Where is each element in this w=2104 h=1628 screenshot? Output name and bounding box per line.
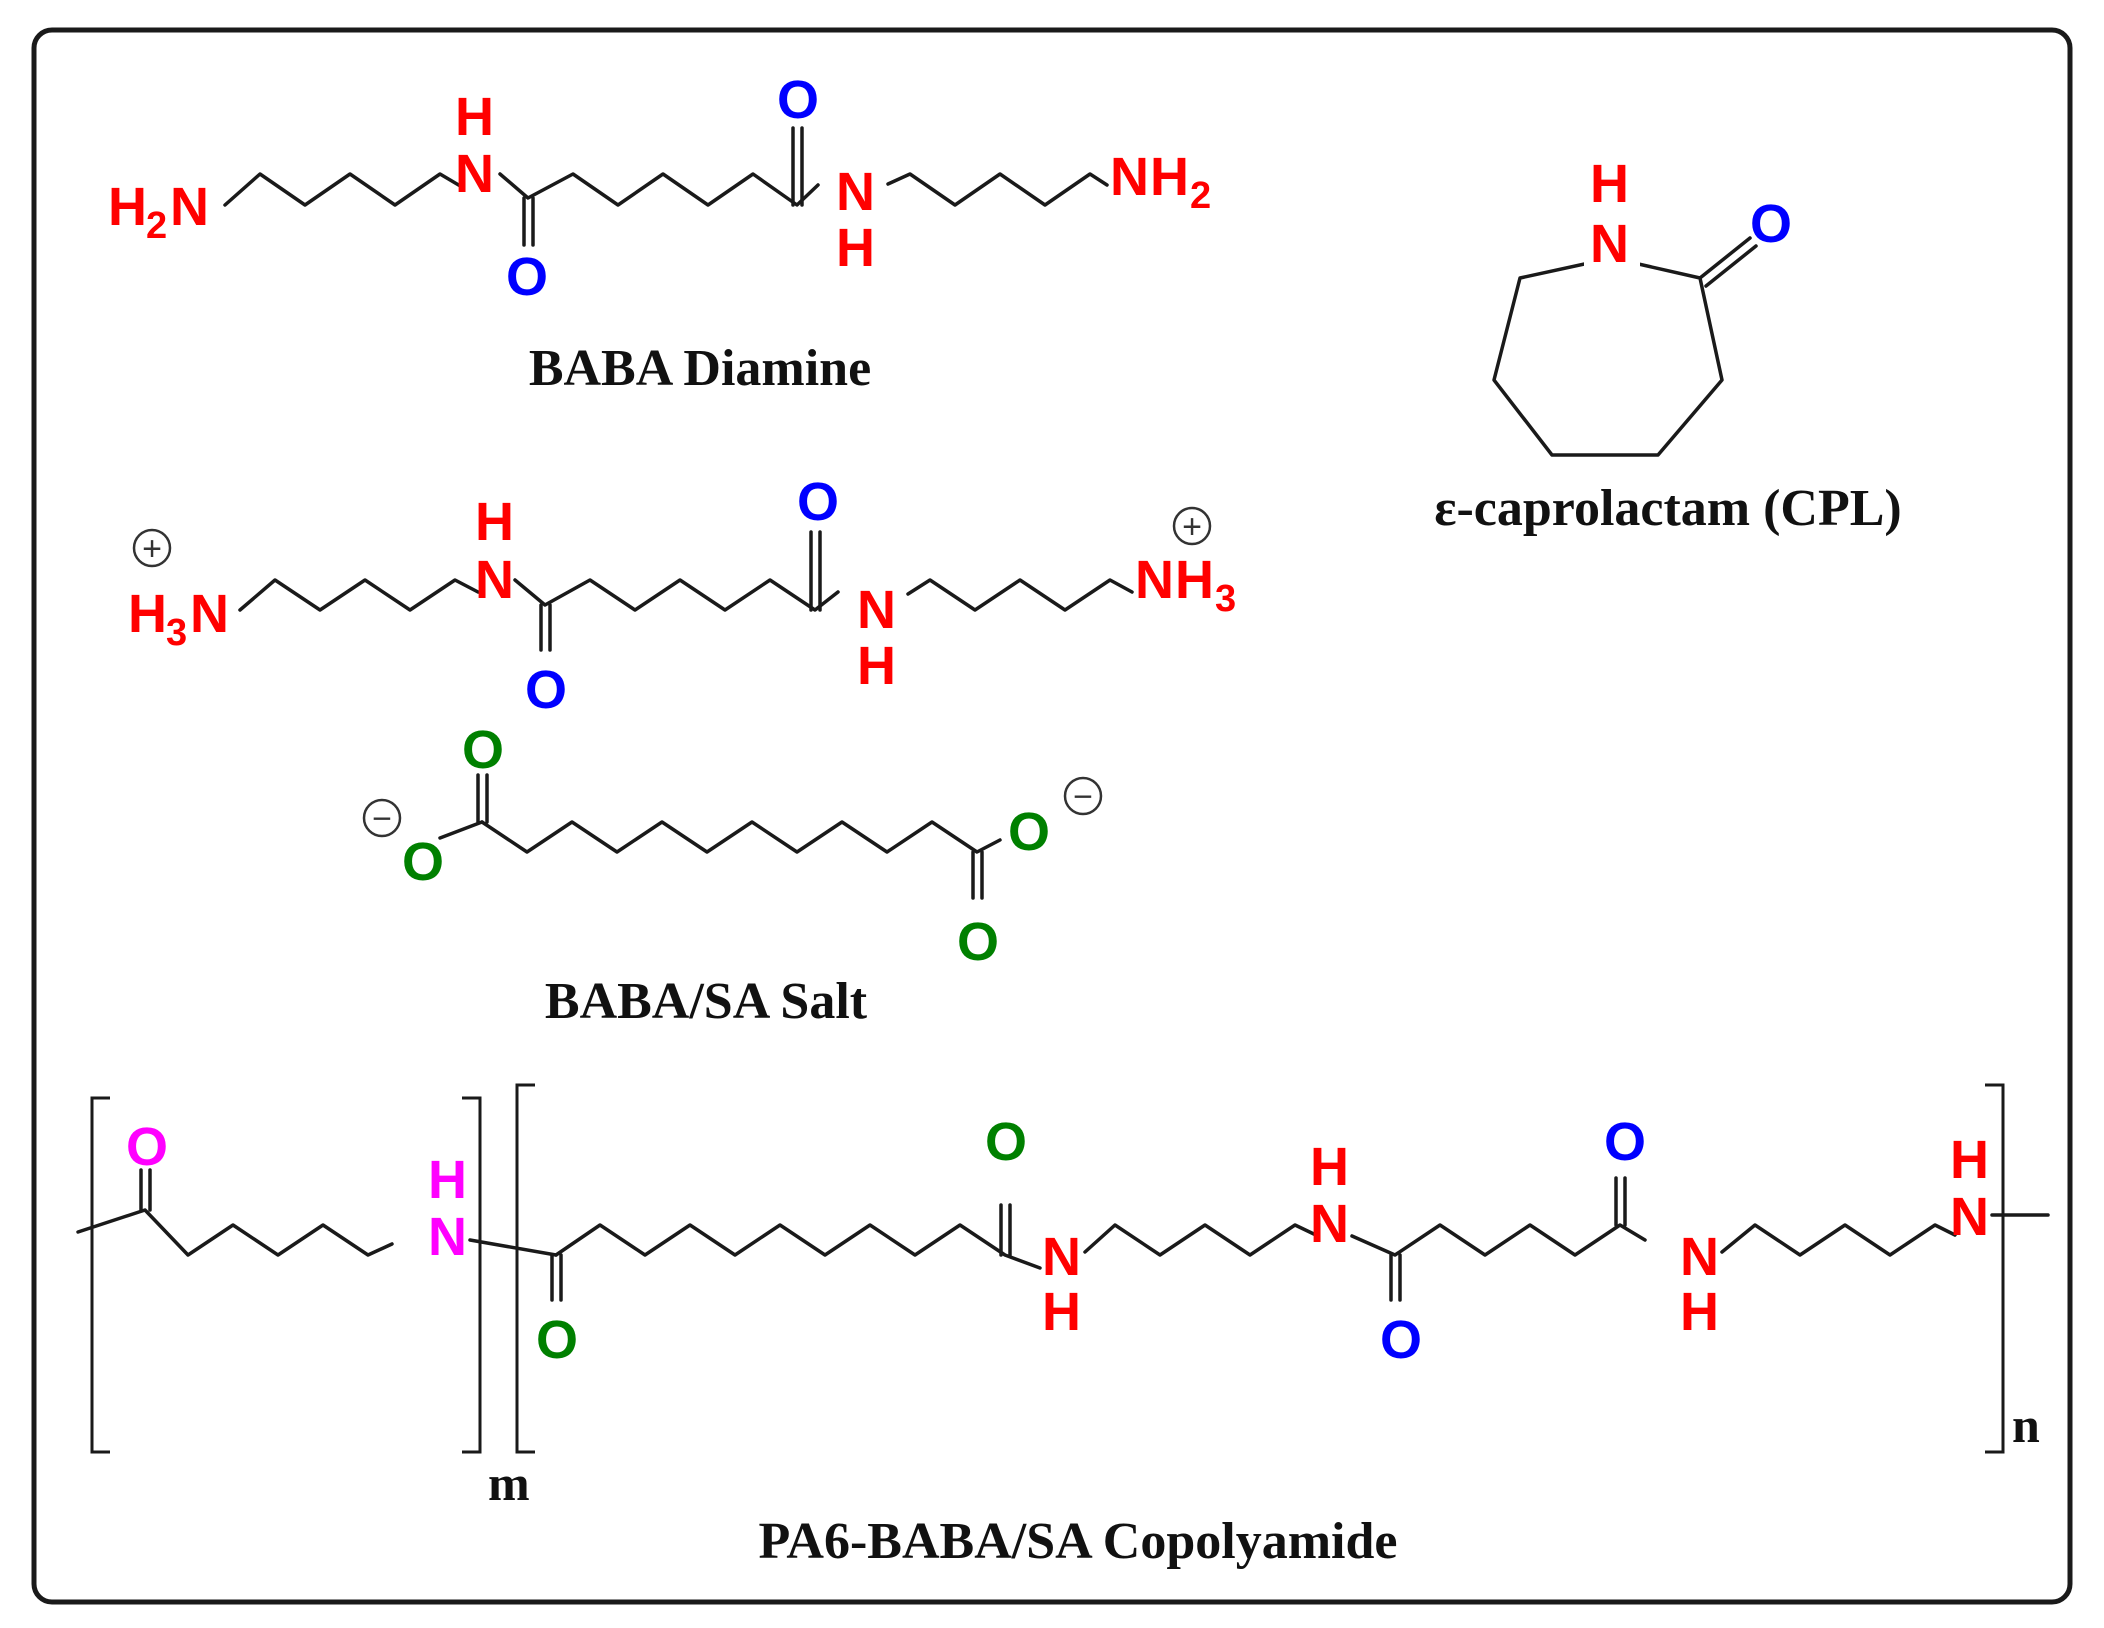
baba-diamine-h2n-n: N	[170, 177, 209, 237]
bracket-n-right	[1985, 1083, 2005, 1454]
caprolactam-n-mask	[1584, 215, 1640, 271]
baba-cation-nh3-h: H	[1175, 550, 1214, 610]
repeat-m-label: m	[488, 1455, 530, 1511]
pa6-o: O	[126, 1117, 168, 1177]
sa-backbone	[554, 1223, 1042, 1270]
bracket-m-right	[462, 1096, 482, 1454]
baba-cation-backbone-mid	[513, 578, 840, 612]
baba-cation-o2: O	[797, 472, 839, 532]
sebacate-o-right: O	[1008, 802, 1050, 862]
pa6-backbone	[76, 1208, 394, 1257]
baba-cation-structure: + H 3 N H N O O N H N H 3 +	[128, 472, 1236, 720]
baba-diamine-caption: BABA Diamine	[529, 340, 871, 397]
copoly-butyl-2	[1720, 1223, 1957, 1257]
bracket-n-left	[515, 1083, 535, 1454]
baba-diamine-nh2-h: H	[836, 218, 875, 278]
baba-diamine-nh1-n: N	[455, 144, 494, 204]
caprolactam-carbonyl-b	[1704, 244, 1758, 288]
baba-diamine-nh2-n: N	[836, 162, 875, 222]
copoly-nh4-n: N	[1950, 1187, 1989, 1247]
figure-frame	[31, 27, 2073, 1605]
copoly-butyl-1	[1083, 1223, 1320, 1257]
baba-cation-nh2-h: H	[857, 636, 896, 696]
baba-diamine-structure: H 2 N H N O O N H N H 2	[108, 70, 1211, 307]
pa6-nh-h: H	[428, 1150, 467, 1210]
repeat-n-label: n	[2012, 1397, 2040, 1453]
baba-diamine-nh2-end-h: H	[1150, 147, 1189, 207]
copoly-o-top: O	[1604, 1112, 1646, 1172]
copoly-adipoyl	[1350, 1223, 1647, 1257]
baba-diamine-nh2-end-n: N	[1110, 147, 1149, 207]
baba-cation-h3n-h: H	[128, 584, 167, 644]
copoly-nh3-n: N	[1680, 1227, 1719, 1287]
baba-cation-h3n-sub: 3	[166, 612, 187, 654]
copolyamide-structure: O H N O O N H H N O O N H H N m n	[76, 1083, 2050, 1511]
baba-cation-nh1-n: N	[475, 550, 514, 610]
caprolactam-caption: ε-caprolactam (CPL)	[1434, 480, 1901, 537]
baba-diamine-o1: O	[506, 247, 548, 307]
sebacate-o-left: O	[402, 832, 444, 892]
pa6-to-sa-link	[468, 1238, 558, 1257]
anion-left-charge-ring	[362, 798, 402, 838]
baba-cation-h3n-n: N	[190, 584, 229, 644]
caprolactam-ring	[1492, 256, 1724, 457]
baba-cation-nh3-sub: 3	[1215, 578, 1236, 620]
baba-cation-o1: O	[525, 660, 567, 720]
cation-left-charge-sign: +	[142, 530, 162, 568]
copoly-nh1-n: N	[1042, 1227, 1081, 1287]
baba-diamine-backbone-right	[886, 172, 1109, 207]
baba-cation-backbone-right	[906, 578, 1134, 612]
copoly-nh2-h: H	[1310, 1137, 1349, 1197]
baba-cation-nh2-n: N	[857, 580, 896, 640]
baba-diamine-backbone-mid	[498, 172, 820, 207]
copolyamide-caption: PA6-BABA/SA Copolyamide	[759, 1513, 1398, 1570]
salt-caption: BABA/SA Salt	[545, 973, 868, 1030]
anion-right-charge-ring	[1063, 776, 1103, 816]
copoly-nh1-h: H	[1042, 1282, 1081, 1342]
copoly-nh4-h: H	[1950, 1130, 1989, 1190]
sebacate-anion-structure: O O O O − −	[362, 720, 1103, 972]
sebacate-o-top: O	[462, 720, 504, 780]
caprolactam-h: H	[1590, 154, 1629, 214]
copoly-nh3-h: H	[1680, 1282, 1719, 1342]
cation-left-charge-ring	[132, 528, 172, 568]
caprolactam-structure: H N O	[1492, 154, 1792, 457]
caprolactam-n: N	[1590, 214, 1629, 274]
baba-diamine-h2n-sub: 2	[146, 205, 167, 247]
caprolactam-o: O	[1750, 194, 1792, 254]
sebacate-backbone	[480, 820, 1002, 854]
baba-cation-nh3-n: N	[1135, 550, 1174, 610]
baba-cation-backbone-left	[238, 578, 480, 612]
cation-right-charge-ring	[1172, 506, 1212, 546]
sebacate-o-bottom: O	[957, 912, 999, 972]
copoly-nh2-n: N	[1310, 1194, 1349, 1254]
baba-diamine-backbone-left	[223, 172, 464, 207]
copoly-o-bottom: O	[1380, 1310, 1422, 1370]
sebacate-o-left-bond	[438, 820, 484, 840]
baba-diamine-nh2-end-sub: 2	[1190, 175, 1211, 217]
caprolactam-carbonyl-a	[1698, 236, 1752, 280]
baba-diamine-h2n-h: H	[108, 177, 147, 237]
bracket-m-left	[90, 1096, 110, 1454]
anion-left-charge-sign: −	[372, 800, 392, 838]
baba-cation-nh1-h: H	[475, 492, 514, 552]
sa-o-top: O	[985, 1112, 1027, 1172]
baba-diamine-nh1-h: H	[455, 87, 494, 147]
sa-o-bottom: O	[536, 1310, 578, 1370]
pa6-nh-n: N	[428, 1207, 467, 1267]
cation-right-charge-sign: +	[1182, 508, 1202, 546]
anion-right-charge-sign: −	[1073, 778, 1093, 816]
baba-diamine-o2: O	[777, 70, 819, 130]
